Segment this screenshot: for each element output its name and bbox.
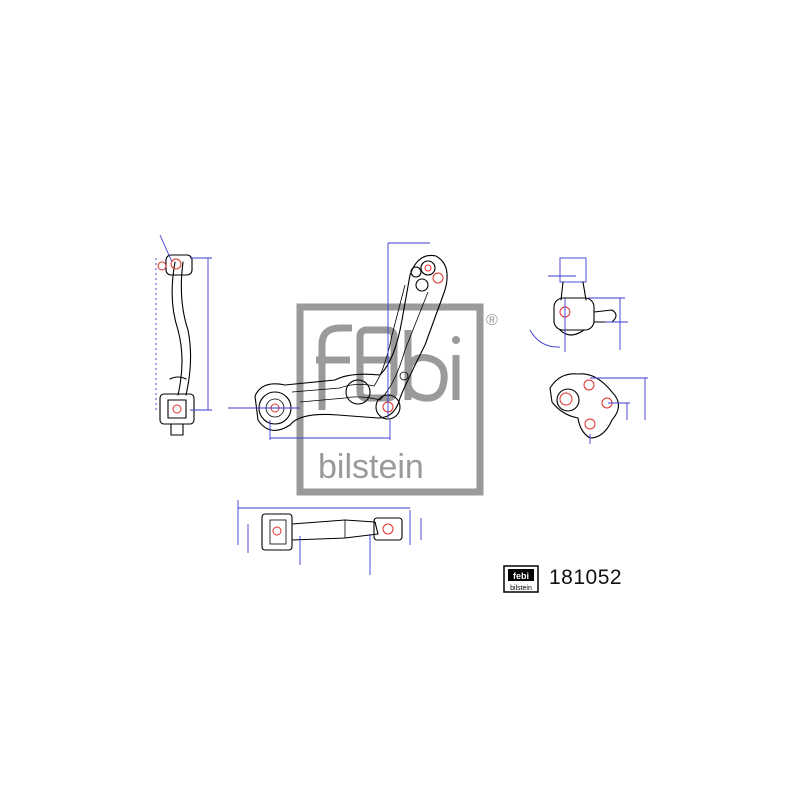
logo-bottom-text: bilstein [510, 585, 532, 592]
watermark-logo: bilstein ® [296, 303, 498, 496]
febi-bilstein-logo: febi bilstein [503, 565, 539, 593]
ball-joint-flange-view [549, 373, 648, 444]
main-view-control-arm [228, 242, 448, 440]
bottom-elevation-view [237, 500, 422, 575]
side-view-vertical [155, 234, 212, 436]
part-number-label: 181052 [549, 566, 623, 589]
watermark-brand-text: bilstein [318, 448, 424, 486]
watermark-registered-mark: ® [486, 312, 498, 329]
logo-top-text: febi [513, 571, 529, 581]
ball-joint-side-view [529, 257, 628, 352]
